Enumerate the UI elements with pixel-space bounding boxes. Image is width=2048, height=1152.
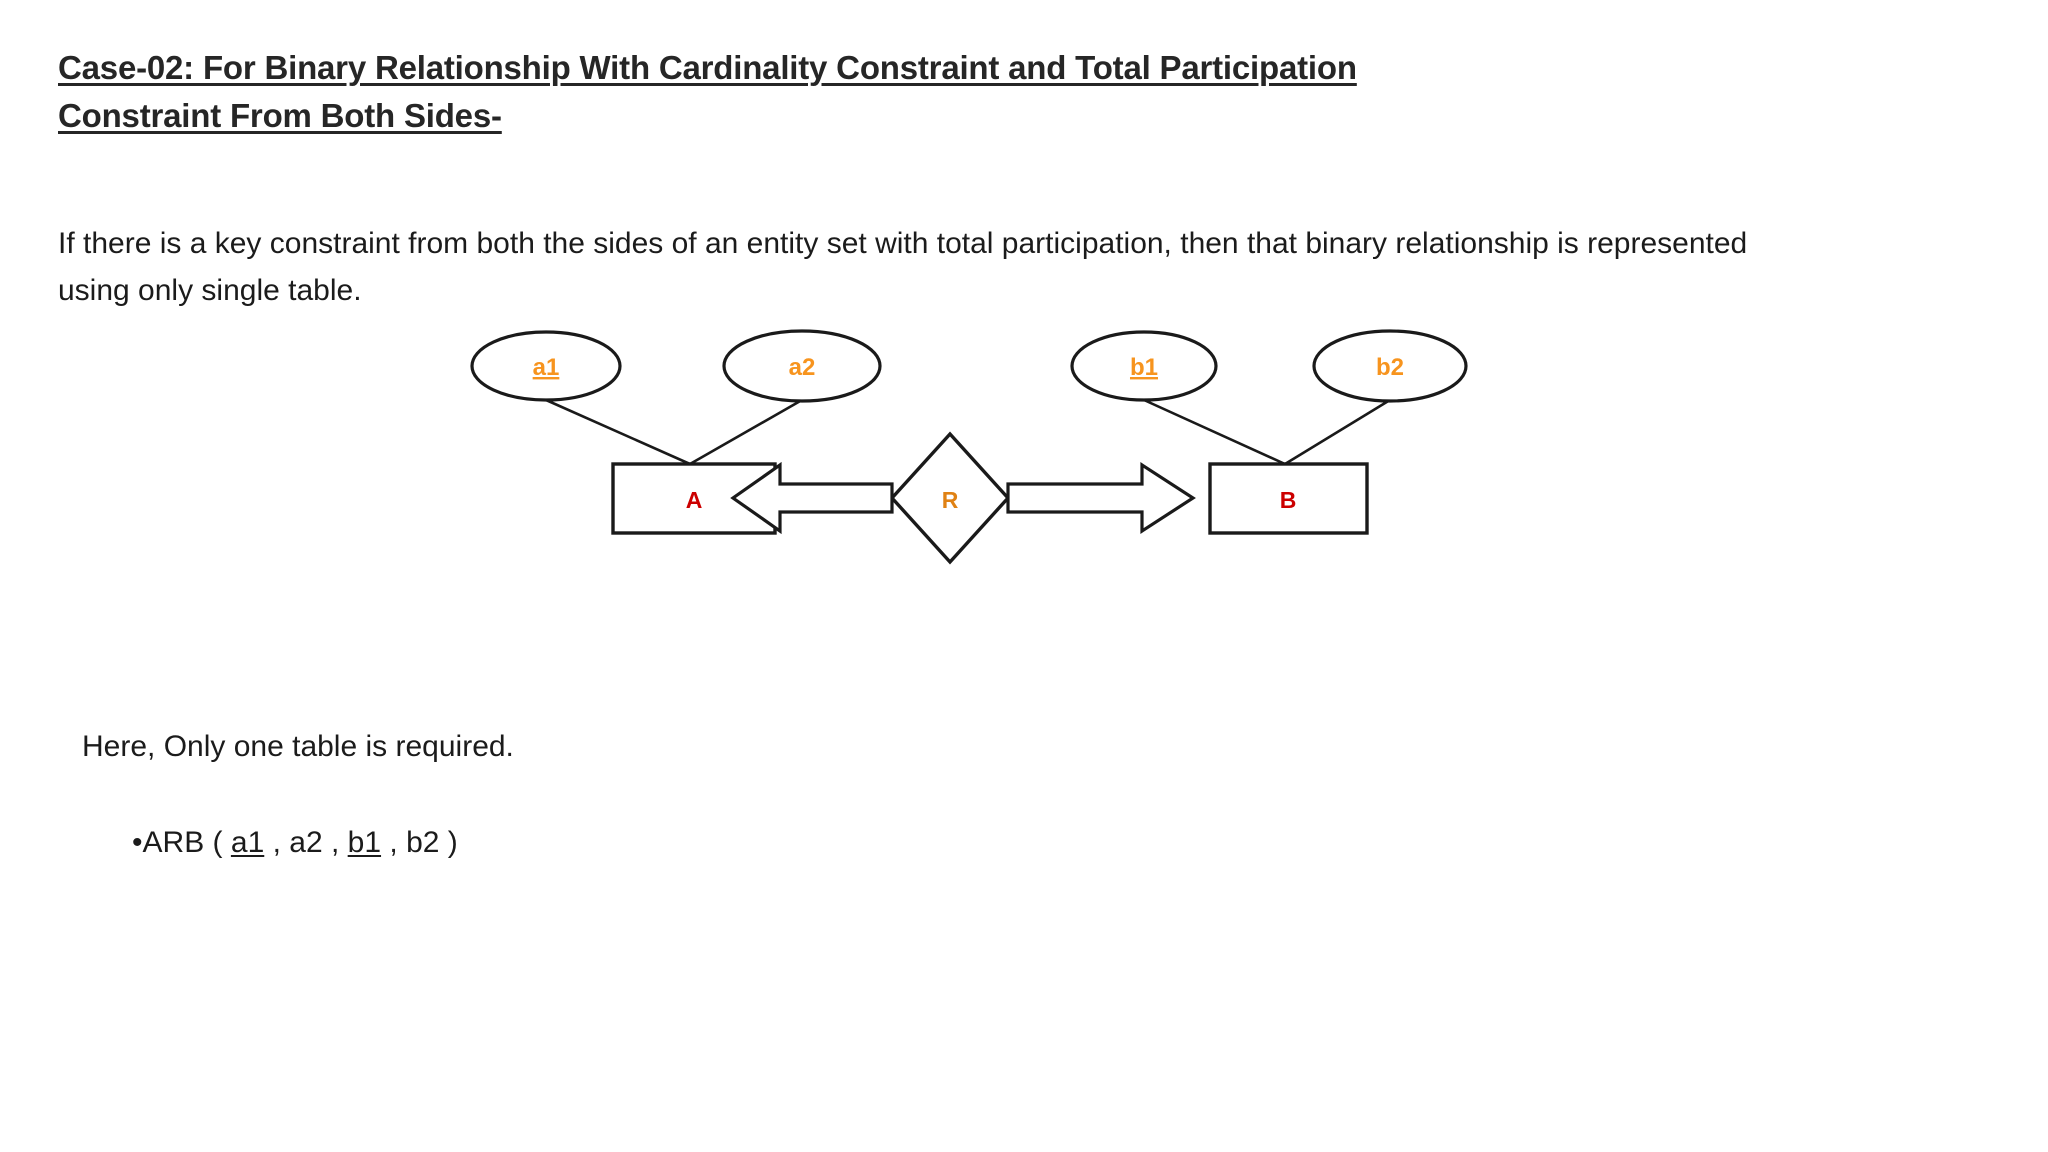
attribute-ellipse-b2[interactable]: b2 bbox=[1312, 329, 1468, 403]
schema-open-paren: ( bbox=[204, 826, 231, 859]
ellipse-shape-b1 bbox=[1070, 330, 1218, 402]
schema-column-a2: a2 bbox=[289, 826, 323, 859]
schema-column-a1: a1 bbox=[230, 826, 265, 859]
schema-column-b2: b2 bbox=[406, 826, 440, 859]
ellipse-shape-b2 bbox=[1312, 329, 1468, 403]
schema-separator-2: , bbox=[322, 826, 348, 859]
page-title-line-2: Constraint From Both Sides- bbox=[58, 97, 502, 134]
connector-b2-to-B bbox=[1284, 398, 1391, 466]
ellipse-shape-a2 bbox=[722, 329, 882, 403]
intro-paragraph: If there is a key constraint from both t… bbox=[58, 227, 1748, 307]
block-arrow-left-shape bbox=[730, 461, 894, 535]
attribute-connectors bbox=[545, 398, 1391, 466]
notes-bullet: • bbox=[132, 826, 143, 859]
attribute-label-a2: a2 bbox=[789, 354, 816, 381]
attribute-ellipse-a2[interactable]: a2 bbox=[722, 329, 882, 403]
relationship-label-R: R bbox=[942, 487, 959, 513]
attribute-label-b2: b2 bbox=[1376, 354, 1404, 381]
notes-line-2-schema: •ARB ( a1 , a2 , b1 , b2 ) bbox=[82, 771, 514, 915]
schema-separator-3: , bbox=[381, 826, 407, 859]
edge-arrow-R-to-A[interactable] bbox=[730, 461, 894, 535]
schema-close-paren: ) bbox=[439, 826, 458, 859]
attribute-label-b1: b1 bbox=[1130, 354, 1158, 381]
relationship-diamond-R[interactable]: R bbox=[889, 431, 1011, 565]
schema-separator-1: , bbox=[264, 826, 290, 859]
entity-rect-B bbox=[1208, 462, 1369, 535]
schema-table-name: ARB bbox=[142, 826, 205, 859]
entity-label-A: A bbox=[686, 487, 703, 513]
connector-a2-to-A bbox=[689, 398, 803, 466]
page-title-line-1: Case-02: For Binary Relationship With Ca… bbox=[58, 49, 1357, 86]
notes-line-1: Here, Only one table is required. bbox=[82, 730, 514, 763]
schema-column-b1: b1 bbox=[347, 826, 382, 859]
ellipse-shape-a1 bbox=[470, 330, 622, 402]
block-arrow-right-shape bbox=[1006, 462, 1196, 534]
diamond-shape-R bbox=[889, 431, 1011, 565]
entity-label-B: B bbox=[1280, 487, 1297, 513]
attribute-label-a1: a1 bbox=[533, 354, 560, 381]
connector-b1-to-B bbox=[1143, 398, 1286, 466]
edge-arrow-R-to-B[interactable] bbox=[1006, 462, 1196, 534]
attribute-ellipse-a1[interactable]: a1 bbox=[470, 330, 622, 402]
connector-a1-to-A bbox=[545, 398, 691, 466]
page-title: Case-02: For Binary Relationship With Ca… bbox=[58, 44, 1758, 140]
er-diagram: a1 a2 b1 b2 A bbox=[470, 300, 1570, 600]
entity-box-B[interactable]: B bbox=[1208, 462, 1369, 535]
notes-block: Here, Only one table is required. •ARB (… bbox=[82, 723, 514, 915]
attribute-ellipse-b1[interactable]: b1 bbox=[1070, 330, 1218, 402]
er-diagram-svg: a1 a2 b1 b2 A bbox=[470, 329, 1468, 565]
